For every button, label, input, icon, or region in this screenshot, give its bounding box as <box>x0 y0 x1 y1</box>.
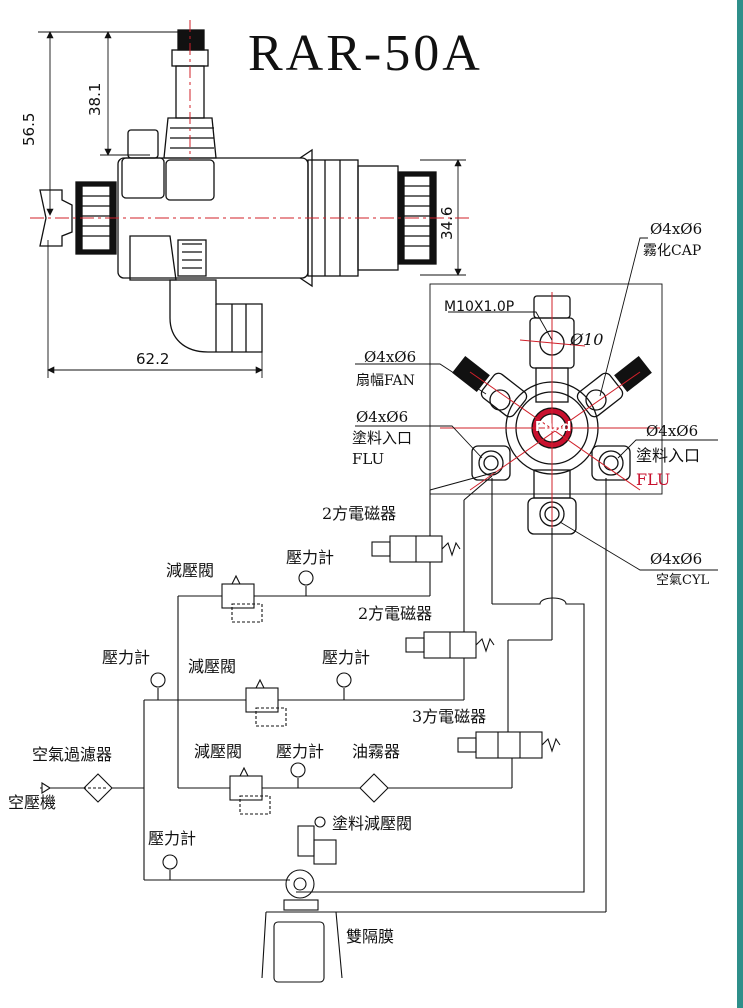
port-leaders <box>355 237 718 571</box>
flu-left-size-label: Ø4xØ6 <box>356 408 409 426</box>
flu-left-name-label: 塗料入口 <box>352 429 413 447</box>
cyl-name-label: 空氣CYL <box>656 573 710 588</box>
solenoid-2way-a-label: 2方電磁器 <box>322 504 397 523</box>
fluid-logo: Fluid <box>535 420 572 435</box>
cap-size-label: Ø4xØ6 <box>650 220 703 238</box>
fan-size-label: Ø4xØ6 <box>364 348 417 366</box>
fan-name-label: 扇幅FAN <box>356 373 415 389</box>
solenoid-2way-b-label: 2方電磁器 <box>358 604 433 623</box>
cyl-size-label: Ø4xØ6 <box>650 550 703 568</box>
gauge-e-label: 壓力計 <box>148 829 197 848</box>
thread-label: M10X1.0P <box>444 299 515 315</box>
dim-34-6-label: 34.6 <box>438 206 456 240</box>
regulator-a-label: 減壓閥 <box>166 561 215 580</box>
air-filter-label: 空氣過濾器 <box>32 745 113 764</box>
gauge-d-label: 壓力計 <box>276 742 325 761</box>
bore-label: Ø10 <box>570 330 604 349</box>
page-title: RAR-50A <box>248 25 483 82</box>
dim-38-1 <box>100 31 150 156</box>
nozzle-cap <box>39 189 73 247</box>
schematic <box>40 471 607 983</box>
detail-frame <box>429 283 663 495</box>
compressor-label: 空壓機 <box>8 793 57 812</box>
solenoid-3way-label: 3方電磁器 <box>412 707 487 726</box>
cap-name-label: 霧化CAP <box>643 243 702 259</box>
gun-rear-view <box>429 283 663 560</box>
paint-regulator-label: 塗料減壓閥 <box>332 814 413 833</box>
lower-elbow <box>129 235 177 281</box>
air-filter-symbol <box>83 773 113 803</box>
flu-right-name-label: 塗料入口 <box>636 446 701 465</box>
lubricator-label: 油霧器 <box>352 742 401 761</box>
diaphragm-pump-label: 雙隔膜 <box>346 927 395 946</box>
top-cap <box>177 29 205 51</box>
regulator-b-label: 減壓閥 <box>188 657 237 676</box>
gauge-a-label: 壓力計 <box>286 548 335 567</box>
dim-62-2-label: 62.2 <box>136 350 170 368</box>
flu-right-code-label: FLU <box>636 470 671 489</box>
flu-left-code-label: FLU <box>352 450 385 468</box>
gun-side-view <box>30 20 470 378</box>
solenoid-3way-symbol <box>475 731 543 759</box>
gauge-b-label: 壓力計 <box>102 648 151 667</box>
page-edge-stripe <box>737 0 743 1008</box>
bottom-elbow <box>169 279 263 353</box>
dim-56-5-label: 56.5 <box>20 112 38 146</box>
dim-38-1-label: 38.1 <box>86 82 104 116</box>
left-top-fitting <box>127 129 159 159</box>
lubricator-symbol <box>359 773 389 803</box>
flu-right-size-label: Ø4xØ6 <box>646 422 699 440</box>
diaphragm-pump-symbol <box>261 816 343 983</box>
regulator-c-label: 減壓閥 <box>194 742 243 761</box>
gauge-c-label: 壓力計 <box>322 648 371 667</box>
